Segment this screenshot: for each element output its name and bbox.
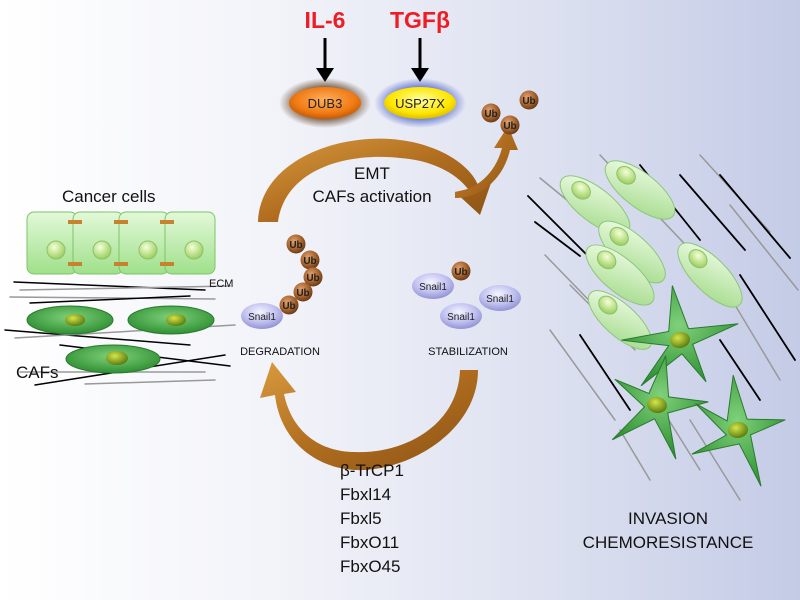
ub-release-arrow: [455, 126, 518, 198]
ub-label: Ub: [454, 267, 467, 278]
snail1-label: Snail1: [447, 312, 475, 323]
dub3-enzyme: [289, 87, 361, 119]
ub-chain-4: [293, 282, 313, 302]
chemoresistance-label: CHEMORESISTANCE: [582, 533, 754, 552]
snail1-label: Snail1: [486, 294, 514, 305]
star-caf-3: [691, 375, 786, 487]
cancer-cells-label: Cancer cells: [62, 187, 156, 206]
il6-label: IL-6: [304, 7, 346, 33]
ub-single: [451, 261, 471, 281]
invading-cells-group: [559, 160, 743, 350]
snail1-stable-2: [479, 285, 521, 311]
ub-released-1: [481, 103, 501, 123]
ligase-5: FbxO45: [340, 557, 401, 576]
cafs-left-group: [26, 305, 215, 374]
nucleus-4: [184, 240, 204, 260]
cell-junctions: [68, 220, 174, 266]
usp27x-label: USP27X: [395, 96, 445, 111]
ub-label: Ub: [303, 256, 316, 267]
ub-chain-5: [279, 295, 299, 315]
degradation-complex: Ub Ub Ub Ub Ub Snail1: [241, 234, 323, 329]
caf-nucleus-2: [166, 314, 186, 326]
bottom-cycle-arrow: [260, 362, 478, 471]
ub-label: Ub: [296, 288, 309, 299]
star-cafs-group: [611, 285, 786, 487]
usp27x-enzyme: [384, 87, 456, 119]
ub-label: Ub: [484, 109, 497, 120]
tgfb-arrowhead: [411, 68, 429, 82]
il6-arrowhead: [316, 68, 334, 82]
emt-label: EMT: [354, 164, 390, 183]
star-caf-1: [621, 285, 739, 387]
star-caf-2: [611, 355, 709, 460]
ecm-label: ECM: [209, 278, 234, 290]
ligase-1: β-TrCP1: [340, 461, 404, 480]
ligase-4: FbxO11: [340, 533, 400, 552]
ub-released-3: [519, 90, 539, 110]
invading-cell-2: [604, 160, 676, 220]
ub-label: Ub: [522, 96, 535, 107]
ub-label: Ub: [306, 273, 319, 284]
cafs-label: CAFs: [16, 363, 59, 382]
cancer-cells-group: [26, 211, 216, 275]
dub3-label: DUB3: [308, 96, 343, 111]
caf-nucleus-3: [106, 351, 128, 365]
ligase-3: Fbxl5: [340, 509, 382, 528]
top-cycle-arrow: [258, 138, 492, 222]
ub-released-2: [500, 115, 520, 135]
invading-cell-4: [585, 244, 655, 306]
ub-label: Ub: [282, 301, 295, 312]
invasion-label: INVASION: [628, 509, 708, 528]
degradation-label: DEGRADATION: [240, 346, 320, 358]
snail1-label: Snail1: [419, 282, 447, 293]
ub-label: Ub: [289, 240, 302, 251]
tgfb-label: TGFβ: [389, 7, 451, 33]
stabilization-complex: Snail1 Ub Snail1 Snail1: [412, 261, 521, 329]
ligase-2: Fbxl14: [340, 485, 392, 504]
cafs-activation-label: CAFs activation: [312, 187, 432, 206]
ub-chain-1: [286, 234, 306, 254]
ecm-fibers-left: [4, 281, 236, 386]
caf-nucleus-1: [65, 314, 85, 326]
snail1-stable-3: [440, 303, 482, 329]
nucleus-2: [92, 240, 112, 260]
snail1-stable-1: [412, 273, 454, 299]
nucleus-1: [46, 240, 66, 260]
released-ub-group: Ub Ub Ub: [481, 90, 539, 135]
snail1-degradation: [241, 303, 283, 329]
stabilization-label: STABILIZATION: [428, 346, 508, 358]
invading-cell-6: [587, 290, 653, 350]
ub-chain-3: [303, 267, 323, 287]
invading-cell-5: [677, 242, 743, 308]
snail1-label: Snail1: [248, 312, 276, 323]
ub-chain-2: [300, 250, 320, 270]
nucleus-3: [138, 240, 158, 260]
ub-label: Ub: [503, 121, 516, 132]
